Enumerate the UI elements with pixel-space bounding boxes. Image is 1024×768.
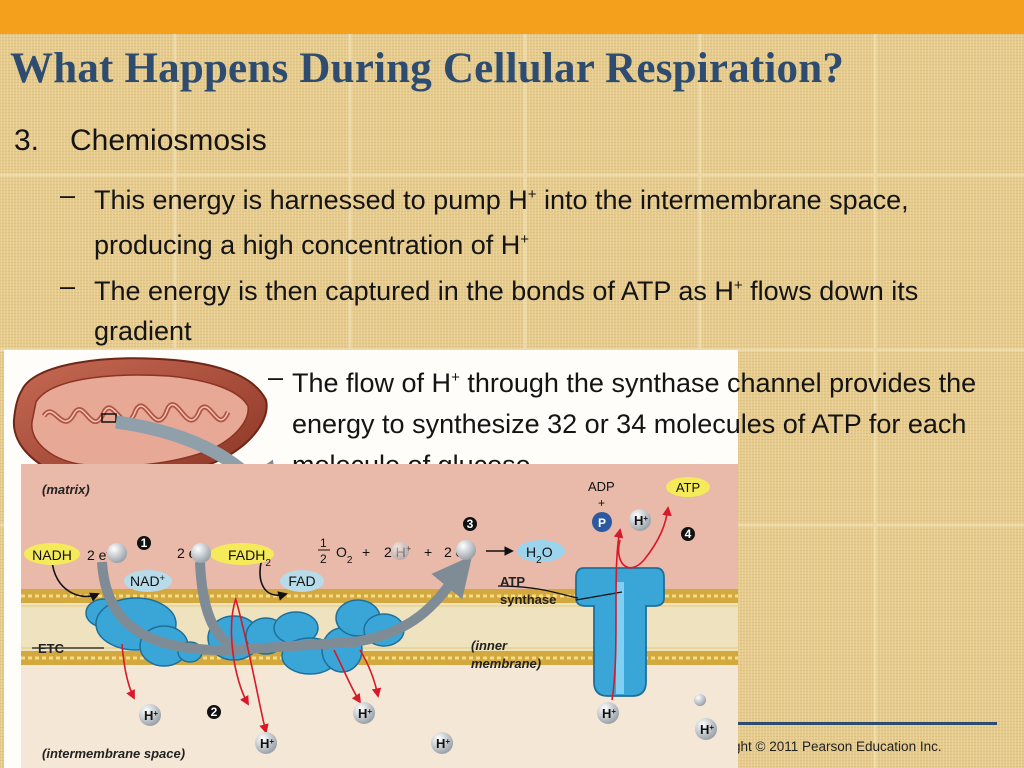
h2o-label: H2O: [526, 544, 553, 566]
plus-sign: +: [362, 544, 370, 560]
phosphate-ball: [592, 512, 612, 532]
oxygen-label: O2: [336, 544, 353, 566]
proton-label: H+: [358, 706, 372, 721]
sub-bullet-3-text-a: The flow of H: [292, 368, 452, 398]
proton-label: H+: [436, 736, 450, 751]
svg-text:1: 1: [141, 536, 148, 550]
proton-label: H+: [144, 708, 158, 723]
slide-title: What Happens During Cellular Respiration…: [10, 45, 845, 92]
atp-synthase-label-1: ATP: [500, 574, 525, 589]
inner-membrane-label-1: (inner: [471, 638, 508, 653]
electron-flow-path: [97, 555, 473, 656]
proton-label: H+: [260, 736, 274, 751]
svg-text:3: 3: [467, 517, 474, 531]
fadh2-label: FADH2: [228, 547, 271, 569]
half-numerator: 1: [320, 536, 327, 550]
step-markers: 1 2 3 4: [137, 517, 695, 719]
sub-bullet-3-text-b: through the synthase channel provides th…: [292, 368, 977, 480]
bullet-number: 3.: [14, 124, 40, 157]
phosphate-label: P: [598, 516, 606, 530]
inner-membrane-label-2: membrane): [471, 656, 541, 671]
svg-text:4: 4: [685, 527, 692, 541]
proton-label: H+: [602, 706, 616, 721]
dash-marker: –: [268, 362, 284, 392]
plus-sign: +: [424, 544, 432, 560]
superscript-plus: +: [527, 186, 537, 203]
copyright-text: ght © 2011 Pearson Education Inc.: [733, 739, 942, 754]
bullet-main-text: Chemiosmosis: [70, 124, 267, 157]
nadh-label: NADH: [32, 547, 72, 563]
svg-text:2: 2: [211, 705, 218, 719]
matrix-label: (matrix): [42, 482, 90, 497]
fadh2-to-fad-arrow: [259, 557, 288, 601]
superscript-plus: +: [520, 231, 530, 248]
nad-label: NAD+: [130, 573, 165, 589]
atp-badge: [666, 477, 710, 497]
nadh-to-nad-arrow: [51, 559, 100, 602]
synthase-channel: [616, 582, 624, 694]
nadh-badge: [24, 543, 80, 565]
nad-badge: [124, 570, 172, 592]
atp-synthase-leader: [497, 585, 623, 601]
dash-marker: –: [60, 271, 76, 301]
proton-pump-arrows: [121, 506, 672, 734]
superscript-plus: +: [451, 369, 460, 386]
bullet-main: 3. Chemiosmosis: [14, 121, 267, 161]
sub-bullet-1: – This energy is harnessed to pump H+ in…: [60, 175, 1020, 265]
copyright-divider: [733, 722, 997, 725]
sub-bullet-2: – The energy is then captured in the bon…: [60, 266, 1020, 351]
chemiosmosis-diagram: NADH FADH2 NAD+ FAD H2O ATP (matrix) (in…: [12, 357, 738, 768]
top-accent-bar: [0, 0, 1024, 34]
h2o-badge: [517, 540, 565, 562]
intermembrane-space-label: (intermembrane space): [42, 746, 185, 761]
proton-balls: [107, 509, 717, 754]
sub-bullet-1-text-b: into the intermembrane space, producing …: [94, 185, 909, 260]
sub-bullet-2-text-a: The energy is then captured in the bonds…: [94, 276, 734, 306]
adp-label: ADP: [588, 479, 615, 494]
half-denominator: 2: [320, 552, 327, 566]
plus-sign: +: [598, 496, 605, 510]
fad-badge: [280, 570, 324, 592]
dash-marker: –: [60, 180, 76, 210]
atp-label: ATP: [676, 480, 700, 495]
proton-label: H+: [634, 513, 648, 528]
atp-synthase-label-2: synthase: [500, 592, 556, 607]
fad-label: FAD: [288, 573, 315, 589]
superscript-plus: +: [733, 277, 743, 294]
etc-label: ETC: [38, 641, 65, 656]
proton-label: H+: [700, 722, 714, 737]
sub-bullet-2-text-b: flows down its gradient: [94, 276, 919, 346]
sub-bullet-3: – The flow of H+ through the synthase ch…: [268, 357, 1008, 486]
sub-bullet-1-text-a: This energy is harnessed to pump H: [94, 185, 528, 215]
fadh2-badge: [210, 543, 274, 565]
